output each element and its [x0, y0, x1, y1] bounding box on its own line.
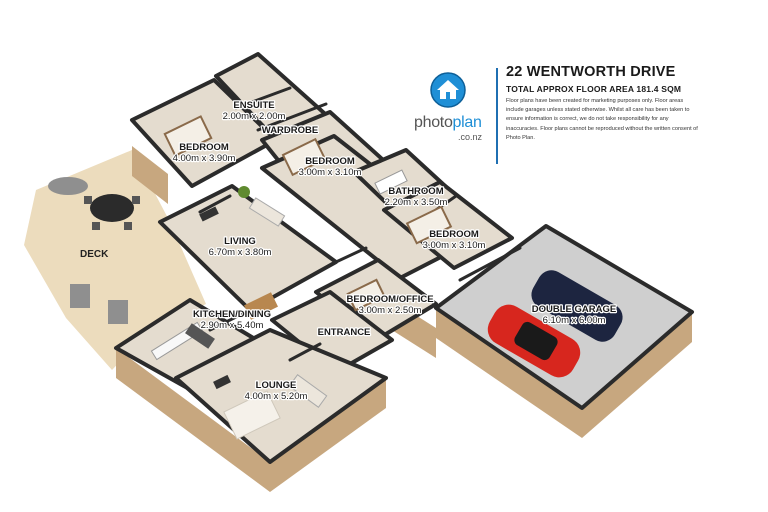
floor-area-subtitle: TOTAL APPROX FLOOR AREA 181.4 SQM — [506, 84, 682, 94]
exterior-wall-faces — [116, 146, 692, 492]
garage-cars — [487, 270, 623, 378]
plant — [238, 186, 250, 198]
car-navy — [531, 270, 623, 342]
sofa — [248, 197, 286, 227]
deck-area — [24, 150, 206, 370]
room-size-living: 6.70m x 3.80m — [209, 247, 272, 258]
room-name-wardrobe: WARDROBE — [262, 125, 318, 136]
room-name-bedroom-3: BEDROOM — [429, 229, 479, 240]
room-name-ensuite: ENSUITE — [233, 100, 274, 111]
tv-unit — [199, 206, 219, 222]
kitchen-island — [185, 323, 215, 349]
tv-unit — [213, 374, 231, 390]
lounge-sofa — [288, 374, 328, 408]
disclaimer-text: Floor plans have been created for market… — [506, 98, 698, 141]
room-name-bedroom-office: BEDROOM/OFFICE — [346, 294, 433, 305]
property-info: 22 WENTWORTH DRIVE TOTAL APPROX FLOOR AR… — [506, 64, 702, 143]
deck-label: DECK — [80, 249, 109, 260]
room-size-lounge: 4.00m x 5.20m — [245, 391, 308, 402]
bath-tub — [374, 169, 408, 195]
deck-furniture — [48, 177, 140, 324]
house-in-blue-circle-icon — [430, 72, 466, 108]
header-divider — [496, 68, 498, 164]
room-size-bedroom-2: 3.00m x 3.10m — [299, 167, 362, 178]
room-name-lounge: LOUNGE — [256, 380, 297, 391]
room-name-bathroom: BATHROOM — [388, 186, 443, 197]
outdoor-table — [90, 194, 134, 222]
room-size-kitchen-dining: 2.90m x 5.40m — [201, 320, 264, 331]
room-name-double-garage: DOUBLE GARAGE — [532, 304, 616, 315]
car-red-roof — [514, 321, 558, 361]
umbrella — [48, 177, 88, 195]
room-name-bedroom-1: BEDROOM — [179, 142, 229, 153]
room-name-bedroom-2: BEDROOM — [305, 156, 355, 167]
brand-tld: .co.nz — [458, 132, 483, 142]
furniture — [150, 115, 453, 440]
bed — [163, 115, 213, 157]
rug — [223, 390, 281, 440]
room-size-double-garage: 6.10m x 6.00m — [543, 315, 606, 326]
room-size-ensuite: 2.00m x 2.00m — [223, 111, 286, 122]
room-size-bathroom: 2.20m x 3.50m — [385, 197, 448, 208]
property-address-title: 22 WENTWORTH DRIVE — [506, 64, 676, 80]
room-labels: ENSUITE 2.00m x 2.00m WARDROBE BEDROOM 4… — [80, 99, 617, 403]
bed — [281, 137, 327, 177]
room-name-living: LIVING — [224, 236, 256, 247]
bed — [405, 205, 453, 245]
house-floor — [114, 52, 514, 464]
brand-name-part1: photo — [414, 114, 453, 131]
room-size-bedroom-1: 4.00m x 3.90m — [173, 153, 236, 164]
brand-name-part2: plan — [452, 114, 482, 131]
sun-lounger — [108, 300, 128, 324]
room-size-bedroom-3: 3.00m x 3.10m — [423, 240, 486, 251]
bed — [346, 278, 386, 312]
sun-lounger — [70, 284, 90, 308]
brand-wordmark: photoplan — [414, 114, 482, 132]
dining-table — [244, 292, 278, 320]
room-size-bedroom-office: 3.00m x 2.50m — [359, 305, 422, 316]
room-name-entrance: ENTRANCE — [318, 327, 371, 338]
room-name-kitchen-dining: KITCHEN/DINING — [193, 309, 271, 320]
